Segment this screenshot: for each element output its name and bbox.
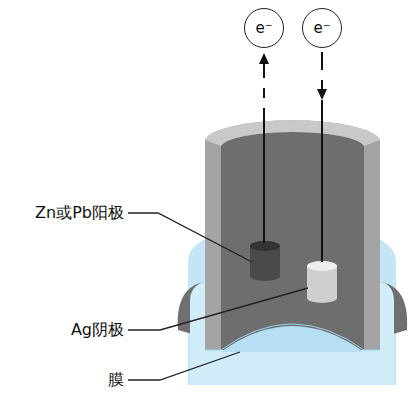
housing xyxy=(205,120,380,350)
part-label: Ag阴极 xyxy=(71,320,124,339)
part-label: 膜 xyxy=(108,370,124,389)
cathode xyxy=(307,266,337,303)
housing-inner xyxy=(221,132,364,350)
cathode-top xyxy=(307,261,337,271)
membrane xyxy=(221,326,364,352)
membrane-cap xyxy=(190,282,394,385)
electron-flow xyxy=(264,52,322,262)
electron-symbol: e⁻ xyxy=(313,19,330,37)
electron-circle: e⁻ xyxy=(302,8,342,48)
housing-rim xyxy=(205,120,380,146)
electron-circle: e⁻ xyxy=(244,8,284,48)
anode xyxy=(250,246,280,281)
part-label: Zn或Pb阳极 xyxy=(35,203,124,222)
electron-symbol: e⁻ xyxy=(255,19,272,37)
leader-line xyxy=(128,213,308,380)
arrowhead xyxy=(317,89,327,100)
arrowhead xyxy=(259,53,269,64)
